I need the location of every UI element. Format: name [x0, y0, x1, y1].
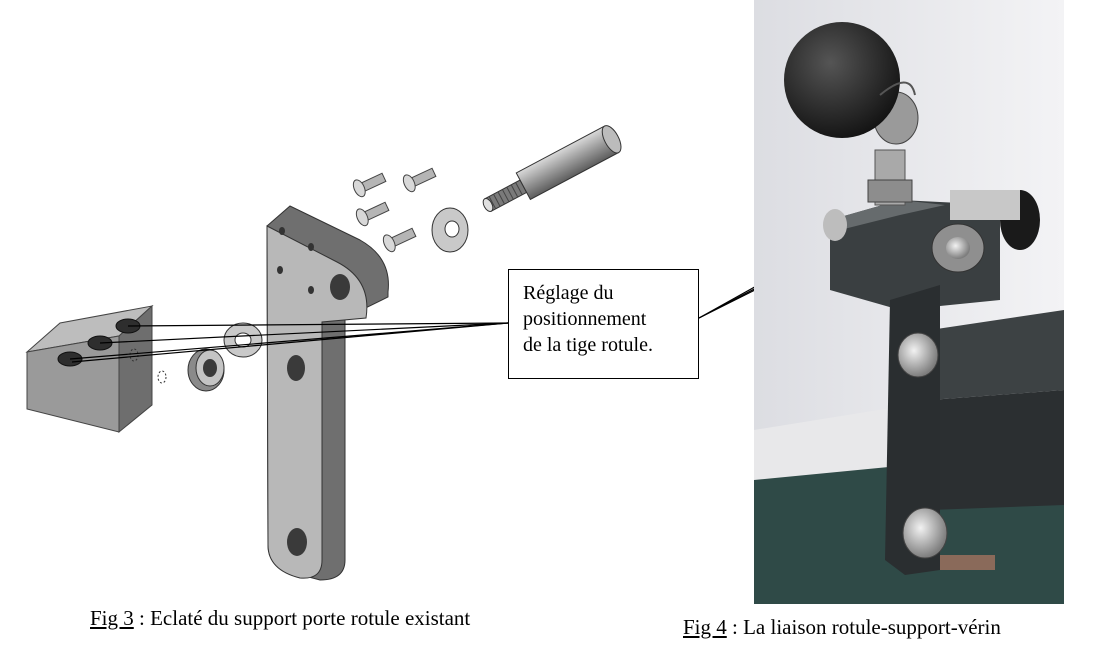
drilled-block — [25, 304, 167, 434]
bracket-plate — [266, 205, 389, 581]
callout-line-1: Réglage du — [523, 282, 614, 304]
figure-4-label: Fig 4 — [683, 615, 727, 639]
figure-4-caption-text: : La liaison rotule-support-vérin — [726, 615, 1001, 639]
figure-3-caption-text: : Eclaté du support porte rotule existan… — [133, 606, 471, 630]
flat-washer — [223, 322, 263, 358]
figure-3-caption: Fig 3 : Eclaté du support porte rotule e… — [90, 606, 470, 631]
figure-3-label: Fig 3 — [90, 606, 134, 630]
threaded-rod — [482, 125, 622, 212]
hex-nut — [187, 348, 225, 392]
figure-4-caption: Fig 4 : La liaison rotule-support-vérin — [683, 615, 1001, 640]
photo-ball-joint — [754, 0, 1064, 604]
exploded-view-drawing — [25, 125, 622, 581]
callout-box: Réglage du positionnement de la tige rot… — [508, 269, 699, 379]
callout-line-3: de la tige rotule. — [523, 334, 653, 356]
callout-line-2: positionnement — [523, 308, 647, 330]
leader-lines-fig3 — [69, 322, 509, 363]
carriage-bolts — [352, 167, 437, 253]
flat-washer-2 — [431, 207, 469, 253]
